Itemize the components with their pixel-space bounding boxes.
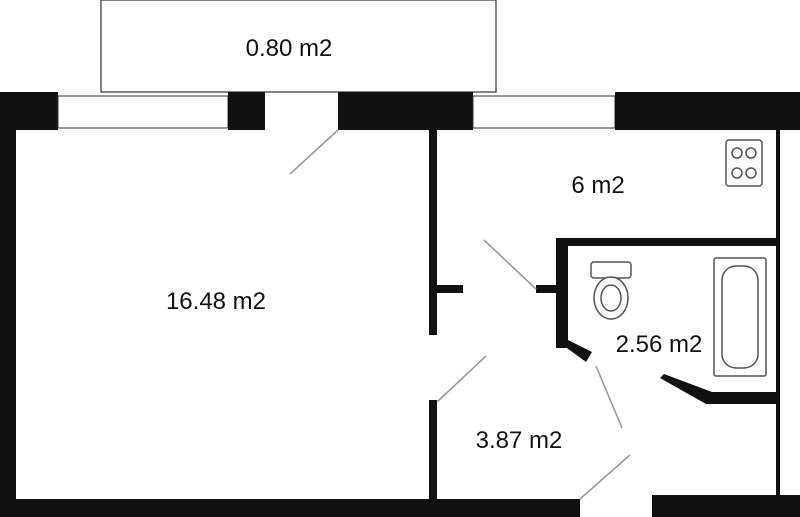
bath-top-wall	[556, 238, 780, 246]
top-wall-pillar	[228, 92, 265, 130]
stove-icon	[725, 139, 763, 187]
balcony-outline	[100, 0, 497, 93]
door-swing-entrance	[579, 454, 631, 500]
door-swing-kitchen	[483, 239, 537, 290]
bottom-wall-right	[652, 495, 800, 517]
bottom-wall-left	[0, 499, 580, 517]
bathroom-area-label: 2.56 m2	[616, 331, 703, 358]
toilet-icon	[590, 261, 632, 320]
partition-stub-right	[536, 285, 558, 293]
door-swing-bath	[595, 365, 623, 429]
hallway-area-label: 3.87 m2	[476, 427, 563, 454]
partition-living-upper	[429, 130, 437, 335]
left-wall	[0, 92, 16, 517]
balcony-area-label: 0.80 m2	[246, 35, 333, 62]
door-swing-living	[289, 129, 339, 175]
top-wall-right	[615, 92, 800, 130]
partition-stub-left	[437, 285, 463, 293]
top-wall-middle	[338, 92, 473, 130]
kitchen-area-label: 6 m2	[571, 172, 624, 199]
door-swing-hall-left	[436, 355, 487, 403]
window-top-left	[57, 95, 229, 129]
window-top-right	[472, 95, 616, 129]
right-wall	[776, 130, 780, 517]
partition-living-lower	[429, 400, 437, 500]
bath-door-jamb-right	[660, 374, 776, 404]
bath-door-jamb-left	[556, 340, 592, 362]
bathtub-icon	[713, 257, 767, 377]
living-room-area-label: 16.48 m2	[166, 288, 266, 315]
bath-left-wall	[556, 238, 568, 348]
